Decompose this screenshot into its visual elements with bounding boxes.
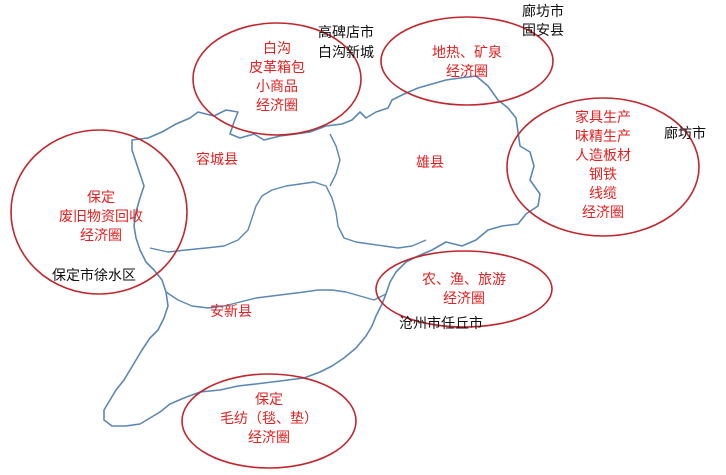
zone-text-line: 线缆 bbox=[589, 186, 617, 202]
zone-text-line: 经济圈 bbox=[256, 98, 298, 114]
region-outline bbox=[103, 75, 541, 427]
zone-text-line: 毛纺（毯、垫） bbox=[220, 411, 318, 427]
zone-label-geothermal: 地热、矿泉经济圈 bbox=[432, 44, 502, 82]
zone-text-line: 废旧物资回收 bbox=[59, 209, 143, 225]
zone-text-line: 白沟 bbox=[263, 41, 291, 57]
zone-text-line: 味精生产 bbox=[575, 129, 631, 145]
zone-text-line: 经济圈 bbox=[582, 205, 624, 221]
zone-circle-agri bbox=[375, 250, 553, 328]
zone-circle-recycling bbox=[10, 129, 188, 295]
zone-text-line: 农、渔、旅游 bbox=[422, 272, 506, 288]
place-label-baigou-new-city: 白沟新城 bbox=[318, 45, 374, 61]
zone-text-line: 地热、矿泉 bbox=[432, 45, 502, 61]
zone-circle-textile bbox=[181, 373, 357, 469]
zone-text-line: 经济圈 bbox=[446, 64, 488, 80]
zone-text-line: 家具生产 bbox=[575, 110, 631, 126]
zone-label-baigou: 白沟皮革箱包小商品经济圈 bbox=[249, 40, 305, 116]
zone-text-line: 钢铁 bbox=[589, 167, 617, 183]
zone-circle-geothermal bbox=[380, 16, 554, 106]
place-label-langfang: 廊坊市 bbox=[522, 4, 564, 20]
zone-text-line: 经济圈 bbox=[248, 430, 290, 446]
county-border-west bbox=[149, 181, 427, 253]
zone-text-line: 经济圈 bbox=[80, 228, 122, 244]
zone-circle-furniture bbox=[506, 97, 700, 237]
county-label-anxin: 安新县 bbox=[210, 304, 252, 320]
zone-label-textile: 保定毛纺（毯、垫） 经济圈 bbox=[220, 391, 318, 448]
zone-text-line: 保定 bbox=[87, 190, 115, 206]
county-border-south bbox=[165, 289, 387, 309]
place-label-renqiu: 沧州市任丘市 bbox=[399, 316, 483, 332]
zone-text-line: 经济圈 bbox=[443, 291, 485, 307]
zone-label-furniture: 家具生产味精生产人造板材钢铁线缆经济圈 bbox=[575, 109, 631, 223]
county-label-rongcheng: 容城县 bbox=[196, 152, 238, 168]
county-label-xiongxian: 雄县 bbox=[416, 155, 444, 171]
place-label-guan: 固安县 bbox=[522, 23, 564, 39]
zone-text-line: 皮革箱包 bbox=[249, 60, 305, 76]
zone-label-agri: 农、渔、旅游经济圈 bbox=[422, 271, 506, 309]
place-label-xushui: 保定市徐水区 bbox=[52, 268, 136, 284]
zone-circle-baigou bbox=[192, 22, 362, 136]
place-label-langfang-east: 廊坊市 bbox=[664, 126, 706, 142]
place-label-gaobeidian: 高碑店市 bbox=[318, 25, 374, 41]
zone-text-line: 保定 bbox=[255, 392, 283, 408]
zone-text-line: 小商品 bbox=[256, 79, 298, 95]
zone-text-line: 人造板材 bbox=[575, 148, 631, 164]
zone-label-recycling: 保定废旧物资回收经济圈 bbox=[59, 189, 143, 246]
county-border-north bbox=[329, 133, 341, 187]
